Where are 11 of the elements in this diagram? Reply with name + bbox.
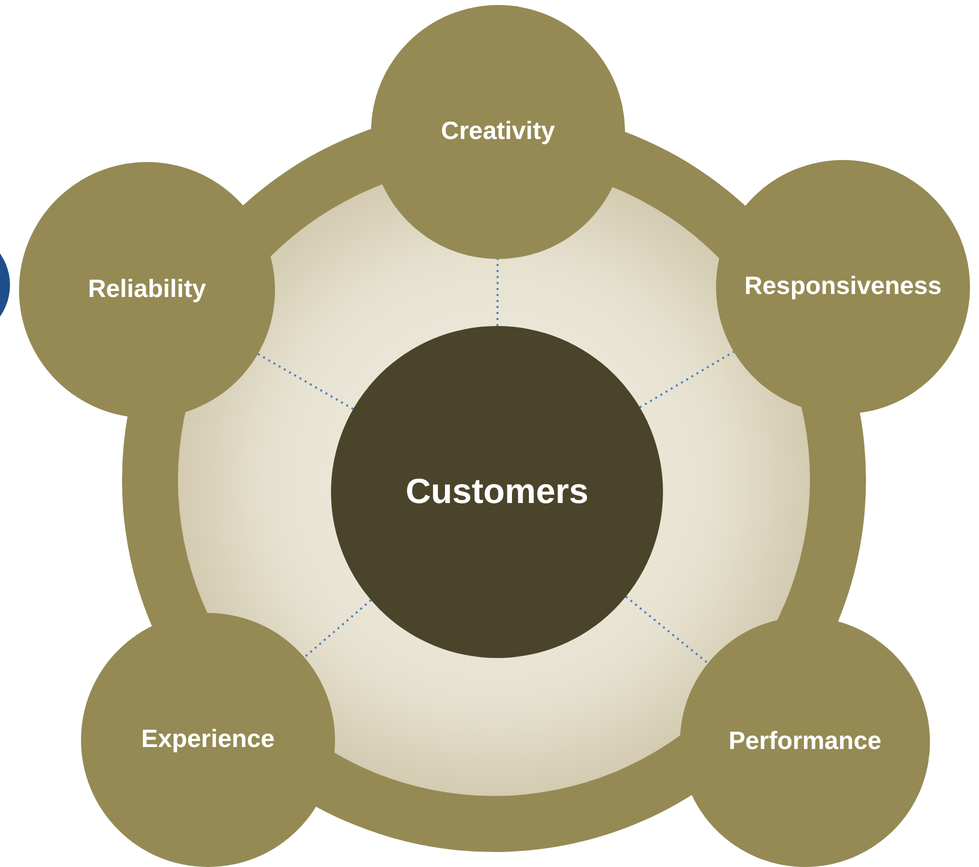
node-label: Performance bbox=[728, 726, 882, 758]
connector-line bbox=[257, 353, 354, 410]
node-label: Responsiveness bbox=[744, 271, 942, 302]
node-label: Creativity bbox=[441, 116, 555, 148]
connector-line bbox=[496, 259, 499, 326]
connector-line bbox=[639, 350, 734, 408]
connector-line bbox=[625, 596, 709, 664]
node-label: Reliability bbox=[88, 274, 206, 306]
node-label: Experience bbox=[141, 724, 275, 756]
connector-line bbox=[304, 599, 372, 658]
node-label: Customers bbox=[406, 470, 588, 513]
